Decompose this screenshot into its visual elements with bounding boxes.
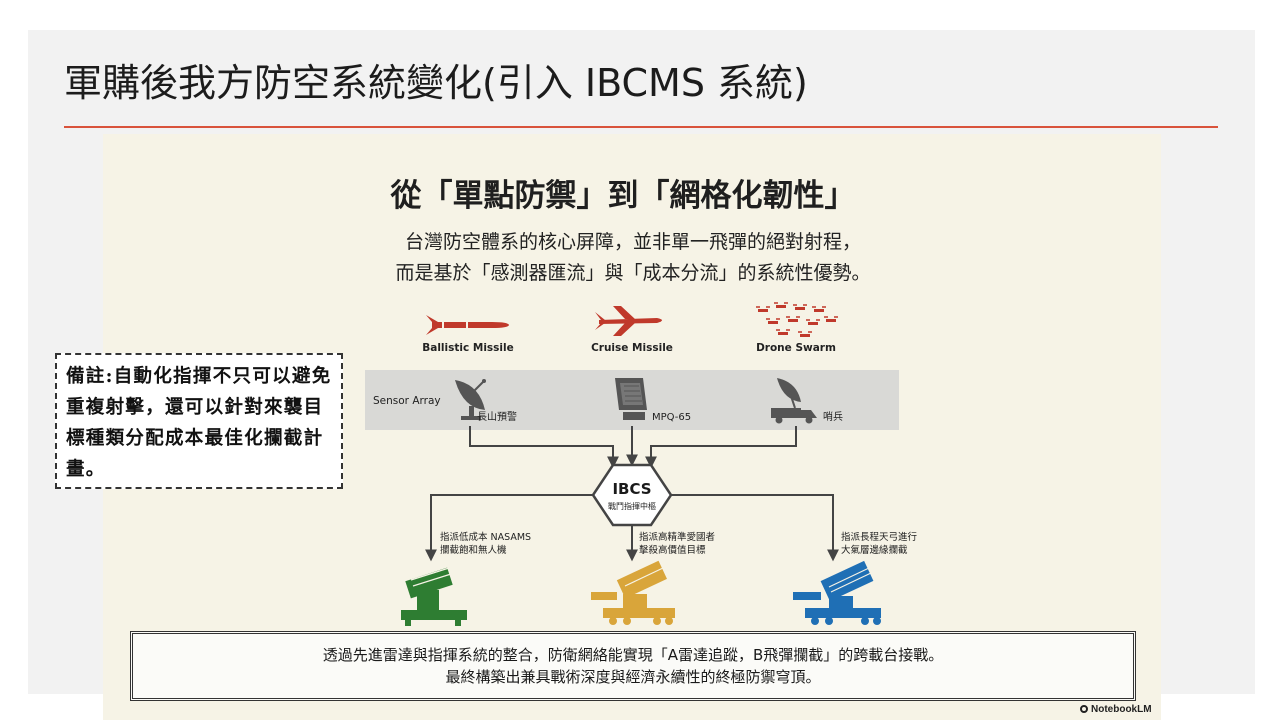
diagram-canvas: 從「單點防禦」到「網格化韌性」 台灣防空體系的核心屏障，並非單一飛彈的絕對射程，… xyxy=(365,178,918,626)
assignment-2-line1: 指派高精準愛國者 xyxy=(639,531,715,543)
launcher-gold-icon xyxy=(591,560,675,625)
sensor-label-3: 哨兵 xyxy=(823,410,843,423)
drone-swarm-icon xyxy=(756,302,838,337)
summary-banner: 透過先進雷達與指揮系統的整合，防衛網絡能實現「A雷達追蹤，B飛彈攔截」的跨載台接… xyxy=(130,631,1136,701)
threat-label-ballistic: Ballistic Missile xyxy=(422,342,514,354)
ibcs-hub: IBCS 戰鬥指揮中樞 xyxy=(591,463,673,527)
notebooklm-logo-icon xyxy=(1080,705,1088,713)
infographic: 從「單點防禦」到「網格化韌性」 台灣防空體系的核心屏障，並非單一飛彈的絕對射程，… xyxy=(103,134,1161,720)
assignment-3-line2: 大氣層邊緣攔截 xyxy=(841,544,908,556)
hub-subtitle: 戰鬥指揮中樞 xyxy=(608,501,656,511)
brand-label: NotebookLM xyxy=(1091,704,1152,715)
assignment-1-line2: 攔截飽和無人機 xyxy=(440,544,507,556)
phased-array-radar-icon xyxy=(615,378,647,420)
assignment-1-line1: 指派低成本 NASAMS xyxy=(440,531,531,543)
sensor-to-hub-connectors xyxy=(469,426,797,469)
banner-line-1: 透過先進雷達與指揮系統的整合，防衛網絡能實現「A雷達追蹤，B飛彈攔截」的跨載台接… xyxy=(322,646,944,664)
assignment-2-line2: 擊殺高價值目標 xyxy=(639,544,706,556)
missile-icon xyxy=(426,315,509,335)
assignment-3-line1: 指派長程天弓進行 xyxy=(841,531,918,543)
title-divider xyxy=(64,126,1218,128)
sensor-label-2: MPQ-65 xyxy=(652,412,691,423)
infographic-heading: 從「單點防禦」到「網格化韌性」 xyxy=(390,178,856,214)
notebooklm-watermark: NotebookLM xyxy=(1080,704,1152,715)
threat-label-drone: Drone Swarm xyxy=(756,342,836,354)
sensor-label-1: 長山預警 xyxy=(477,410,517,423)
infographic-subtitle-1: 台灣防空體系的核心屏障，並非單一飛彈的絕對射程， xyxy=(405,231,861,253)
hub-title: IBCS xyxy=(612,480,651,498)
threat-label-cruise: Cruise Missile xyxy=(591,342,673,354)
mobile-radar-truck-icon xyxy=(771,378,817,424)
slide-title: 軍購後我方防空系統變化(引入 IBCMS 系統) xyxy=(64,61,808,105)
cruise-missile-icon xyxy=(595,306,662,336)
launcher-green-icon xyxy=(401,567,467,626)
infographic-subtitle-2: 而是基於「感測器匯流」與「成本分流」的系統性優勢。 xyxy=(395,262,870,284)
sensor-band-label: Sensor Array xyxy=(373,395,441,407)
radar-dish-icon xyxy=(455,379,486,420)
launcher-blue-icon xyxy=(793,560,881,625)
hub-to-launcher-connectors xyxy=(425,494,839,562)
note-box: 備註:自動化指揮不只可以避免重複射擊，還可以針對來襲目標種類分配成本最佳化攔截計… xyxy=(55,353,343,489)
banner-line-2: 最終構築出兼具戰術深度與經濟永續性的終極防禦穹頂。 xyxy=(445,668,821,686)
